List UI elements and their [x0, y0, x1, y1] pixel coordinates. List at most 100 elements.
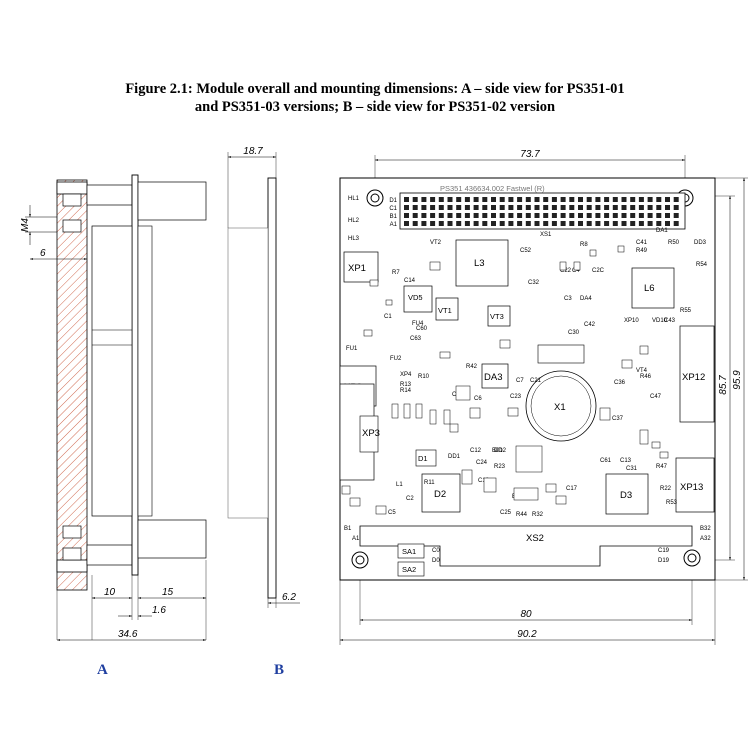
comp-label: D1 [418, 454, 428, 463]
xs1-pin [543, 205, 549, 210]
xs1-pin [491, 197, 496, 202]
xs1-pin [612, 213, 618, 218]
dim-c-80: 80 [520, 609, 532, 620]
xs1-pin [673, 197, 679, 202]
pcb-edge [131, 174, 139, 576]
xs1-pin [508, 197, 514, 202]
xs1-pin [499, 213, 505, 218]
component-footprint [429, 261, 441, 271]
comp-label-small: C52 [520, 248, 532, 254]
dim-c-90-2: 90.2 [517, 629, 537, 640]
xs1-pin [491, 213, 496, 218]
pcb-edge-b [267, 177, 277, 599]
comp-label: D2 [434, 489, 446, 500]
xs1-pin [430, 197, 436, 202]
comp-label-small: C30 [568, 330, 580, 336]
xs1-pin [404, 197, 409, 202]
xs1-pin [525, 221, 531, 226]
xs1-pin [638, 213, 644, 218]
xs1-pin [491, 205, 496, 210]
xs1-pin [656, 205, 662, 210]
comp-label-small: C3 [564, 296, 572, 302]
component-footprint [555, 495, 567, 505]
side-view-a: M4 6 10 15 1.6 34.6 [20, 174, 207, 641]
pin-a32: A32 [700, 536, 711, 542]
comp-label: XP1 [348, 263, 366, 274]
xs1-pin [673, 221, 679, 226]
comp-label-small: C63 [410, 336, 422, 342]
comp-label-small: C25 [500, 510, 512, 516]
xs1-pin [534, 197, 540, 202]
comp-label-small: R44 [516, 512, 528, 518]
component-footprint [385, 299, 393, 306]
xs1-pin [673, 213, 679, 218]
xs1-d1: D1 [389, 198, 397, 204]
xs1-pin [517, 221, 523, 226]
xs1-pin [525, 197, 531, 202]
xs1-pin [595, 221, 601, 226]
xs1-pin [438, 213, 444, 218]
xs1-pin [578, 221, 583, 226]
comp-label-small: C14 [404, 278, 416, 284]
connector-body [91, 225, 133, 517]
caption-line-1: Figure 2.1: Module overall and mounting … [125, 81, 625, 97]
view-label-a: A [97, 662, 108, 678]
xs1-pin [412, 205, 418, 210]
xs1-pin [551, 213, 557, 218]
xs1-pin [578, 205, 583, 210]
xs1-pin [630, 205, 636, 210]
comp-label-small: C23 [510, 394, 522, 400]
comp-label-small: R8 [580, 242, 588, 248]
comp-label-small: C22 [560, 268, 572, 274]
comp-label-small: C36 [614, 380, 626, 386]
xs1-pin [482, 221, 488, 226]
comp-label-small: DA4 [580, 296, 592, 302]
comp-label: X1 [554, 402, 566, 413]
comp-label-small: C24 [476, 460, 488, 466]
xs1-pin [621, 213, 627, 218]
xs1-pin [421, 205, 427, 210]
xs1-pin [447, 213, 453, 218]
pin-b32: B32 [700, 526, 711, 532]
comp-label: XS2 [526, 533, 544, 544]
component-footprint [639, 429, 649, 445]
xs1-pin [421, 197, 427, 202]
xs1-pin [464, 205, 470, 210]
xs1-pin [621, 205, 627, 210]
xs1-pin [621, 221, 627, 226]
xs1-pin [438, 197, 444, 202]
comp-label-small: FU4 [412, 321, 424, 327]
caption-line-2: and PS351-03 versions; B – side view for… [194, 99, 556, 115]
comp-label-small: R10 [418, 374, 430, 380]
comp-label: SA1 [402, 547, 416, 556]
comp-label-small: C12 [470, 448, 482, 454]
component-footprint [651, 441, 661, 449]
xs1-pin [473, 197, 479, 202]
comp-label-small: HL3 [348, 236, 360, 242]
xs1-pin [517, 205, 523, 210]
xs1-pin [508, 213, 514, 218]
xs1-pin [578, 213, 583, 218]
xs1-pin [421, 213, 427, 218]
xs1-pin [430, 205, 436, 210]
comp-label-small: R50 [668, 240, 680, 246]
dim-a-15: 15 [162, 587, 174, 598]
xs1-a1: A1 [390, 222, 398, 228]
comp-label-small: C2 [406, 496, 414, 502]
xs1-pin [621, 197, 627, 202]
xs1-pin [534, 221, 540, 226]
xs1-pin [543, 197, 549, 202]
dim-b-6-2: 6.2 [282, 592, 296, 603]
xs1-pin [638, 221, 644, 226]
comp-label: VT1 [438, 306, 452, 315]
comp-label-small: C31 [626, 466, 638, 472]
xs1-pin [438, 205, 444, 210]
comp-label-small: C4 [572, 268, 580, 274]
xs1-pin [517, 213, 523, 218]
comp-label: VT3 [490, 312, 504, 321]
xs1-pin [491, 221, 496, 226]
xs1-pin [569, 205, 575, 210]
comp-label-small: C47 [650, 394, 662, 400]
screw-head-bottom [56, 559, 88, 573]
xs1-pin [569, 213, 575, 218]
